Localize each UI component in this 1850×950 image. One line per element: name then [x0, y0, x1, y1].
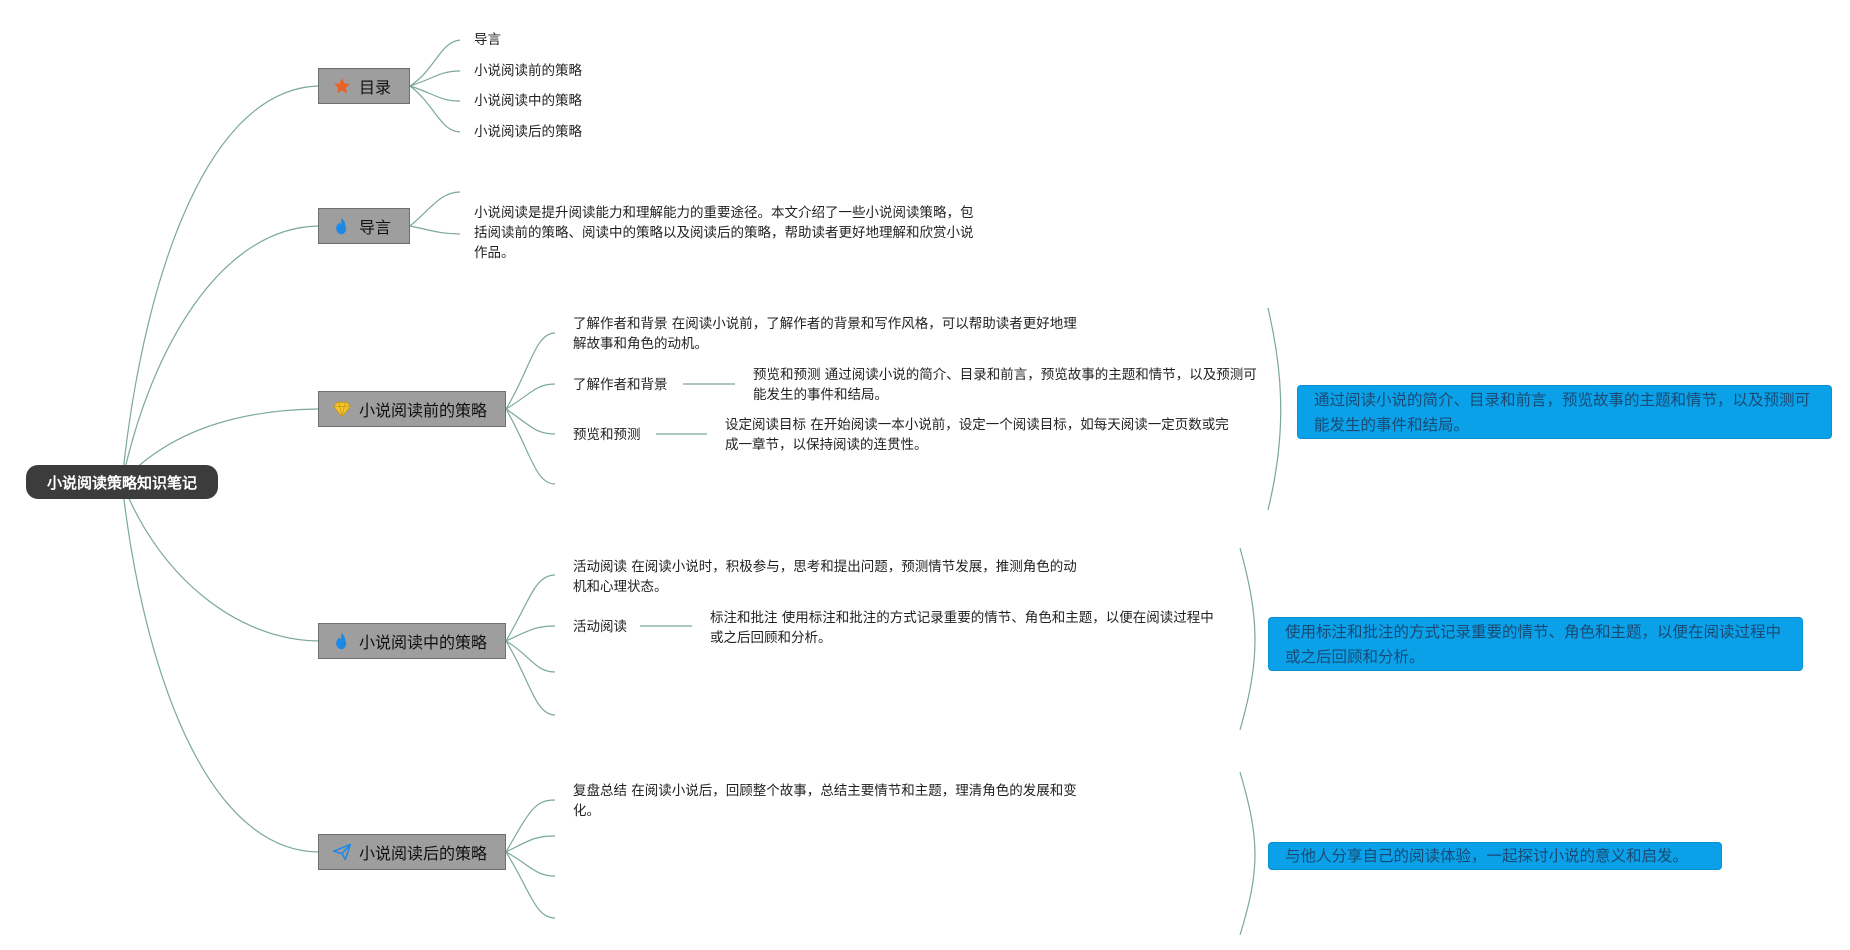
callout-during[interactable]: 使用标注和批注的方式记录重要的情节、角色和主题，以便在阅读过程中或之后回顾和分析… — [1268, 617, 1803, 671]
category-intro[interactable]: 导言 — [318, 208, 410, 244]
category-before-label: 小说阅读前的策略 — [359, 401, 488, 420]
after-review-summary[interactable]: 复盘总结 在阅读小说后，回顾整个故事，总结主要情节和主题，理清角色的发展和变化。 — [573, 783, 1077, 819]
brace-during — [1239, 547, 1256, 731]
star-icon — [331, 75, 353, 97]
link-before-4 — [505, 408, 556, 485]
link-root-during — [121, 481, 319, 642]
category-intro-label: 导言 — [359, 218, 392, 237]
paper-plane-icon — [331, 841, 353, 863]
link-after-4 — [505, 851, 556, 919]
flame-icon — [331, 630, 353, 652]
category-after[interactable]: 小说阅读后的策略 — [318, 834, 506, 870]
link-after-2 — [505, 835, 556, 853]
before-sub-preview[interactable]: 预览和预测 — [573, 427, 641, 443]
toc-item-1[interactable]: 导言 — [474, 32, 501, 48]
brace-after — [1239, 771, 1256, 936]
link-root-toc — [121, 85, 319, 483]
before-goal-detail[interactable]: 设定阅读目标 在开始阅读一本小说前，设定一个阅读目标，如每天阅读一定页数或完成一… — [725, 417, 1229, 453]
category-toc[interactable]: 目录 — [318, 68, 410, 104]
link-after-3 — [505, 851, 556, 877]
category-during[interactable]: 小说阅读中的策略 — [318, 623, 506, 659]
before-preview-detail[interactable]: 预览和预测 通过阅读小说的简介、目录和前言，预览故事的主题和情节，以及预测可能发… — [753, 367, 1257, 403]
link-root-before — [121, 408, 319, 483]
toc-item-2[interactable]: 小说阅读前的策略 — [474, 63, 582, 79]
diamond-icon — [331, 398, 353, 420]
during-annotate-detail[interactable]: 标注和批注 使用标注和批注的方式记录重要的情节、角色和主题，以便在阅读过程中或之… — [710, 610, 1214, 646]
link-intro-b — [409, 225, 461, 235]
link-toc-2 — [409, 70, 461, 87]
brace-before — [1267, 307, 1282, 511]
callout-after[interactable]: 与他人分享自己的阅读体验，一起探讨小说的意义和启发。 — [1268, 842, 1722, 870]
category-before[interactable]: 小说阅读前的策略 — [318, 391, 506, 427]
intro-text[interactable]: 小说阅读是提升阅读能力和理解能力的重要途径。本文介绍了一些小说阅读策略，包括阅读… — [474, 205, 974, 261]
link-intro-a — [409, 191, 461, 227]
link-toc-3 — [409, 85, 461, 102]
category-toc-label: 目录 — [359, 78, 392, 97]
link-during-4 — [505, 640, 556, 716]
before-author-background[interactable]: 了解作者和背景 在阅读小说前，了解作者的背景和写作风格，可以帮助读者更好地理解故… — [573, 316, 1077, 352]
link-root-intro — [121, 225, 319, 483]
category-during-label: 小说阅读中的策略 — [359, 633, 488, 652]
link-during-2 — [505, 625, 556, 642]
during-active-reading[interactable]: 活动阅读 在阅读小说时，积极参与，思考和提出问题，预测情节发展，推测角色的动机和… — [573, 559, 1077, 595]
toc-item-3[interactable]: 小说阅读中的策略 — [474, 93, 582, 109]
link-during-1 — [505, 574, 556, 642]
link-after-1 — [505, 799, 556, 853]
link-root-after — [121, 481, 319, 853]
during-sub-active[interactable]: 活动阅读 — [573, 619, 627, 635]
link-before-3 — [505, 408, 556, 435]
root-label: 小说阅读策略知识笔记 — [46, 473, 197, 492]
link-toc-1 — [409, 39, 461, 87]
before-sub-author[interactable]: 了解作者和背景 — [573, 377, 668, 393]
link-before-2 — [505, 383, 556, 410]
link-during-3 — [505, 640, 556, 673]
flame-icon — [331, 215, 353, 237]
toc-item-4[interactable]: 小说阅读后的策略 — [474, 124, 582, 140]
category-after-label: 小说阅读后的策略 — [359, 844, 488, 863]
link-before-1 — [505, 332, 556, 410]
root-node[interactable]: 小说阅读策略知识笔记 — [26, 465, 218, 499]
callout-before[interactable]: 通过阅读小说的简介、目录和前言，预览故事的主题和情节，以及预测可能发生的事件和结… — [1297, 385, 1832, 439]
link-toc-4 — [409, 85, 461, 133]
